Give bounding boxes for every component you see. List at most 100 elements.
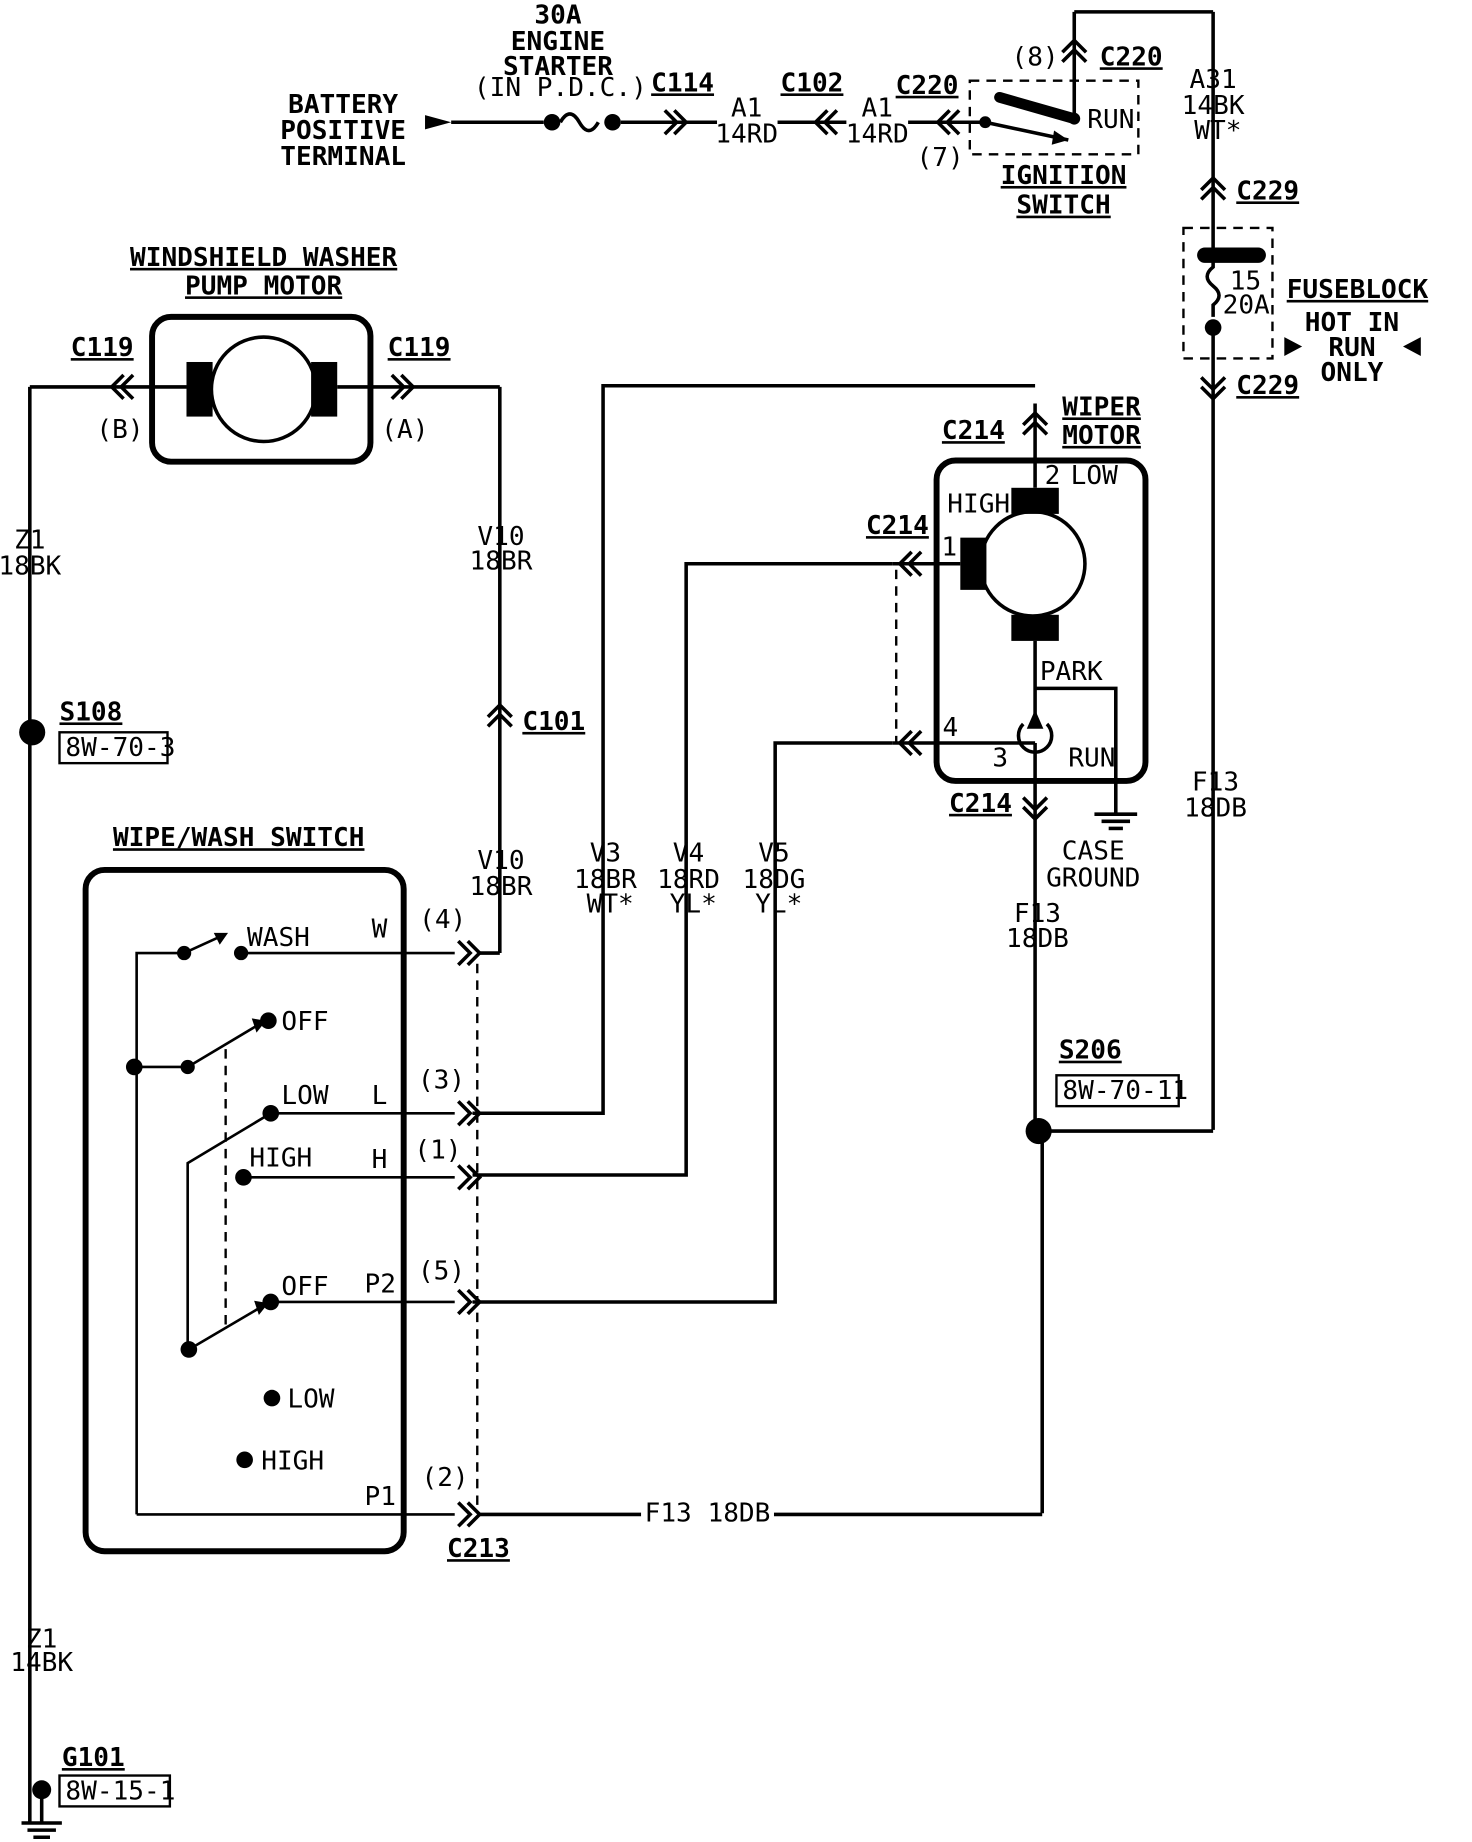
engine-starter-fuse: 30A ENGINE STARTER (IN P.D.C.)	[474, 1, 647, 133]
connector-c214-top: C214	[942, 410, 1049, 446]
svg-text:(4): (4)	[419, 905, 466, 935]
svg-text:18DG: 18DG	[743, 865, 806, 895]
svg-text:S206: S206	[1059, 1036, 1122, 1066]
wire-f13-right: F13 18DB	[1184, 767, 1247, 823]
svg-text:(5): (5)	[418, 1256, 465, 1286]
park-contact	[1035, 686, 1118, 815]
svg-text:S108: S108	[59, 697, 122, 727]
connector-c229-top: C229	[1199, 175, 1299, 206]
svg-text:(2): (2)	[421, 1463, 468, 1493]
svg-text:18RD: 18RD	[657, 865, 720, 895]
svg-text:8W-70-11: 8W-70-11	[1062, 1076, 1188, 1106]
connector-c101: C101	[486, 702, 585, 737]
svg-text:MOTOR: MOTOR	[1062, 421, 1141, 451]
fuse-icon	[558, 112, 600, 133]
svg-text:20A: 20A	[1223, 290, 1270, 320]
wire-a1-left: A1 14RD	[715, 93, 778, 149]
svg-text:C214: C214	[866, 511, 929, 541]
svg-text:H: H	[372, 1145, 388, 1175]
svg-text:14RD: 14RD	[715, 119, 778, 149]
svg-text:OFF: OFF	[281, 1007, 328, 1037]
washer-pump-motor: WINDSHIELD WASHER PUMP MOTOR (B) (A)	[96, 243, 428, 465]
svg-text:RUN: RUN	[1328, 333, 1375, 363]
wire-v3-path	[472, 383, 1036, 1116]
connector-c220-out: (8) C220	[1012, 37, 1163, 72]
svg-text:15: 15	[1230, 267, 1261, 297]
svg-text:WASH: WASH	[247, 923, 310, 953]
svg-text:V10: V10	[477, 846, 524, 876]
ground-g101: G101 8W-15-1	[21, 1743, 175, 1840]
svg-text:G101: G101	[62, 1743, 125, 1773]
svg-text:1: 1	[941, 532, 957, 562]
svg-text:C229: C229	[1236, 371, 1299, 401]
svg-text:8W-70-3: 8W-70-3	[65, 733, 175, 763]
svg-text:18BR: 18BR	[574, 865, 637, 895]
svg-text:30A: 30A	[534, 1, 581, 31]
svg-text:L: L	[372, 1081, 388, 1111]
svg-text:SWITCH: SWITCH	[1016, 191, 1110, 221]
svg-text:(B): (B)	[96, 415, 143, 445]
wire-f13-bottom: F13 18DB	[645, 1499, 771, 1529]
svg-text:14BK: 14BK	[1182, 91, 1245, 121]
svg-text:C214: C214	[949, 789, 1012, 819]
svg-text:RUN: RUN	[1068, 744, 1115, 774]
svg-text:V3: V3	[590, 839, 621, 869]
battery-arrow-icon	[425, 115, 452, 130]
svg-text:ONLY: ONLY	[1321, 358, 1384, 388]
svg-text:C114: C114	[651, 68, 714, 98]
svg-text:WIPE/WASH SWITCH: WIPE/WASH SWITCH	[113, 823, 365, 853]
svg-text:(7): (7)	[917, 143, 964, 173]
wire-v10-upper: V10 18BR	[470, 522, 533, 577]
svg-text:A1: A1	[862, 93, 893, 123]
wire-z1-lower: Z1 14BK	[10, 1624, 73, 1678]
svg-text:P1: P1	[365, 1482, 396, 1512]
svg-text:V4: V4	[673, 839, 704, 869]
connector-c114: C114	[651, 68, 714, 136]
svg-text:WT*: WT*	[587, 890, 634, 920]
connector-c220-in: C220 (7)	[896, 71, 964, 173]
svg-text:BATTERY: BATTERY	[288, 90, 398, 120]
svg-text:HIGH: HIGH	[261, 1446, 324, 1476]
fuse-15-icon	[1205, 255, 1221, 317]
svg-text:LOW: LOW	[281, 1081, 328, 1111]
arrow-right-icon	[1284, 337, 1303, 357]
ignition-switch: RUN IGNITION SWITCH	[968, 79, 1140, 221]
svg-text:F13: F13	[1192, 767, 1239, 797]
svg-text:STARTER: STARTER	[503, 52, 613, 82]
battery-terminal: BATTERY POSITIVE TERMINAL	[280, 90, 452, 172]
svg-text:LOW: LOW	[287, 1385, 334, 1415]
fuse-terminal-left	[543, 113, 561, 131]
svg-text:TERMINAL: TERMINAL	[280, 142, 406, 172]
svg-text:C119: C119	[71, 333, 134, 363]
svg-text:(3): (3)	[418, 1065, 465, 1095]
svg-text:HIGH: HIGH	[947, 490, 1010, 520]
svg-text:PUMP MOTOR: PUMP MOTOR	[185, 271, 342, 301]
svg-text:(8): (8)	[1012, 42, 1059, 72]
ground-symbol-icon	[21, 1789, 62, 1840]
wire-a31: A31 14BK WT*	[1182, 65, 1245, 146]
svg-text:HIGH: HIGH	[249, 1144, 312, 1174]
svg-text:P2: P2	[365, 1269, 396, 1299]
svg-text:18DB: 18DB	[1184, 794, 1247, 824]
svg-text:IGNITION: IGNITION	[1001, 161, 1127, 191]
svg-text:WT*: WT*	[1194, 116, 1241, 146]
splice-s206: S206 8W-70-11	[1025, 1036, 1188, 1145]
connector-c214-bottom: C214	[949, 789, 1049, 822]
svg-text:FUSEBLOCK: FUSEBLOCK	[1287, 275, 1429, 305]
svg-text:A1: A1	[731, 93, 762, 123]
svg-text:C220: C220	[1100, 42, 1163, 72]
wire-f13-mid: F13 18DB	[1006, 899, 1069, 954]
svg-text:(A): (A)	[381, 415, 428, 445]
svg-text:LOW: LOW	[1071, 461, 1118, 491]
connector-c119-left: C119	[71, 333, 135, 401]
wire-a1-right: A1 14RD	[846, 93, 909, 149]
wipe-wash-switch: WIPE/WASH SWITCH WASH W (4) OFF LOW L (3…	[82, 823, 469, 1555]
svg-text:(IN P.D.C.): (IN P.D.C.)	[474, 73, 647, 103]
svg-text:HOT IN: HOT IN	[1305, 308, 1399, 338]
wire-v5: V5 18DG YL*	[743, 839, 806, 920]
svg-text:18BR: 18BR	[470, 872, 533, 902]
connector-c119-right: C119	[388, 333, 451, 401]
connector-c214-mid: C214	[866, 511, 929, 577]
svg-text:18DB: 18DB	[1006, 924, 1069, 954]
